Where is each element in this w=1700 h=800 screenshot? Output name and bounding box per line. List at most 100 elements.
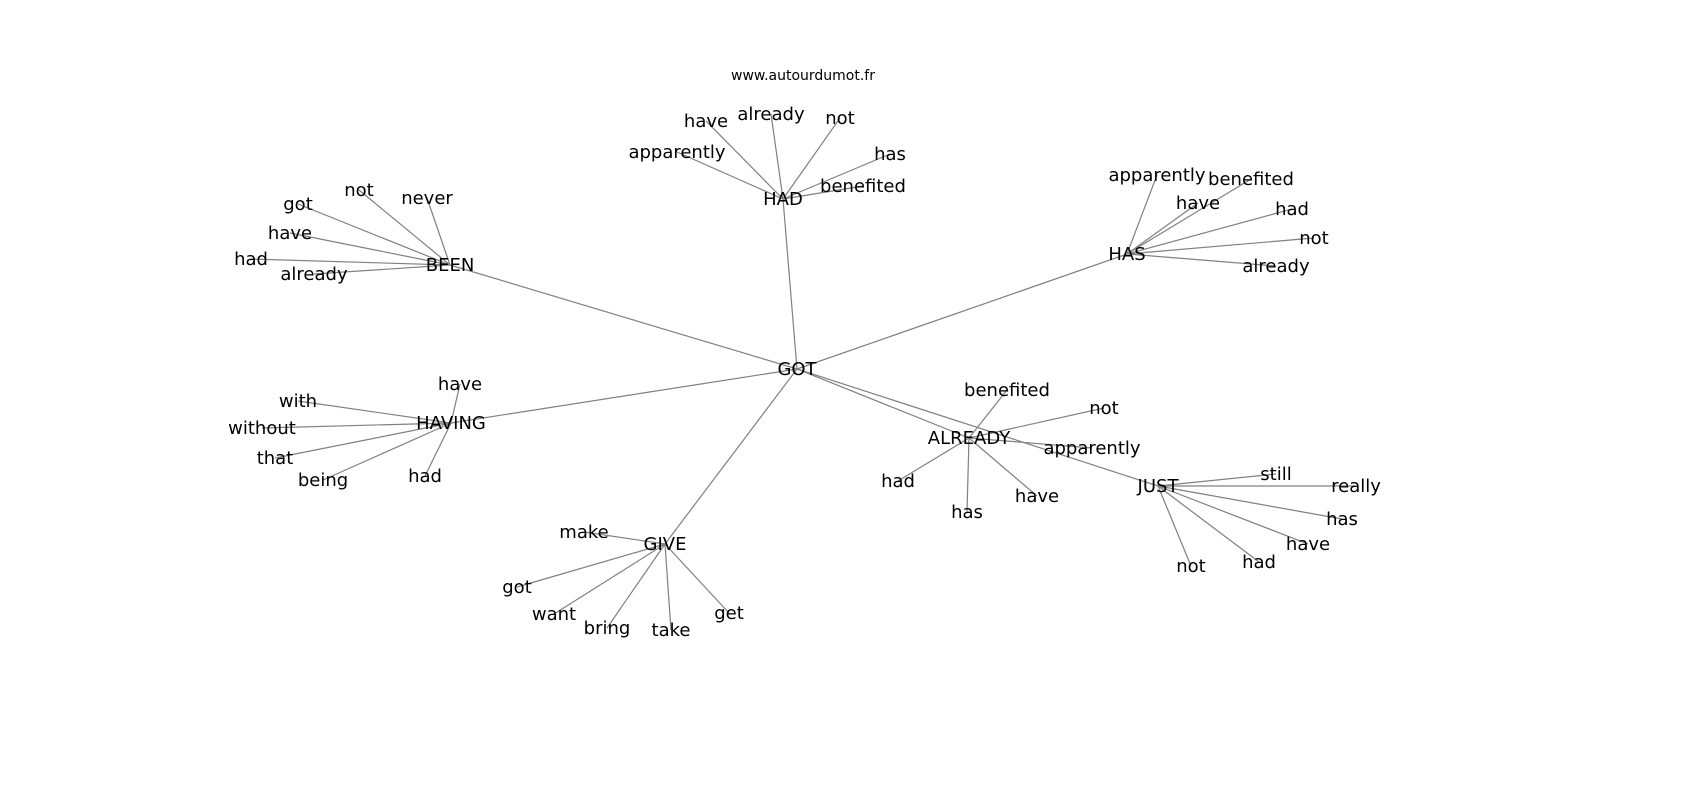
node-leaf-had-benefited: benefited [820, 176, 906, 197]
edge-got-had [782, 198, 798, 370]
edge-give-take [664, 543, 672, 631]
node-leaf-give-got: got [502, 577, 532, 598]
node-leaf-been-got: got [283, 194, 313, 215]
node-leaf-just-have: have [1286, 534, 1330, 555]
edge-been-never [426, 197, 451, 266]
node-leaf-been-already: already [280, 264, 348, 285]
node-leaf-has-have: have [1176, 193, 1220, 214]
node-leaf-been-have: have [268, 223, 312, 244]
node-leaf-has-not: not [1299, 228, 1328, 249]
edge-been-not [358, 189, 451, 266]
edge-give-got [516, 543, 666, 588]
node-leaf-has-had: had [1275, 199, 1309, 220]
edge-already-apparently [968, 437, 1093, 449]
edge-already-has [966, 437, 970, 513]
node-hub-had: HAD [763, 189, 803, 210]
node-leaf-having-being: being [298, 470, 348, 491]
edge-had-apparently [676, 151, 784, 200]
node-leaf-had-already: already [737, 104, 805, 125]
node-leaf-just-still: still [1260, 464, 1291, 485]
node-leaf-having-had: had [408, 466, 442, 487]
node-leaf-had-have: have [684, 111, 728, 132]
edge-already-benefited [968, 389, 1008, 439]
edge-just-have [1157, 485, 1309, 545]
edge-got-already [796, 368, 970, 439]
edge-give-bring [606, 543, 666, 629]
edge-got-has [796, 253, 1128, 370]
edge-has-benefited [1126, 178, 1252, 255]
edge-give-want [553, 543, 666, 615]
edge-been-already [313, 264, 451, 275]
edge-just-had [1157, 485, 1260, 563]
edge-has-not [1126, 237, 1315, 255]
edge-just-not [1157, 485, 1192, 567]
edge-having-without [261, 422, 452, 429]
edge-has-apparently [1126, 174, 1158, 255]
node-hub-been: BEEN [426, 255, 475, 276]
edge-already-had [897, 437, 970, 482]
edge-having-with [297, 400, 452, 424]
node-leaf-had-has: has [874, 144, 906, 165]
node-leaf-has-already: already [1242, 256, 1310, 277]
node-leaf-having-have: have [438, 374, 482, 395]
node-leaf-been-not: not [344, 180, 373, 201]
node-leaf-already-has: has [951, 502, 983, 523]
node-leaf-having-with: with [279, 391, 317, 412]
node-leaf-had-not: not [825, 108, 854, 129]
edge-just-still [1157, 473, 1277, 487]
edge-had-not [782, 117, 841, 200]
node-leaf-having-that: that [257, 448, 294, 469]
edge-has-had [1126, 208, 1293, 255]
edge-give-get [664, 543, 730, 614]
edge-had-has [782, 153, 891, 200]
node-leaf-has-apparently: apparently [1108, 165, 1205, 186]
edge-got-give [664, 368, 798, 545]
node-hub-has: HAS [1108, 244, 1145, 265]
node-leaf-give-want: want [532, 604, 576, 625]
node-hub-having: HAVING [416, 413, 486, 434]
node-leaf-just-not: not [1176, 556, 1205, 577]
node-leaf-already-benefited: benefited [964, 380, 1050, 401]
edge-been-have [289, 232, 451, 266]
node-leaf-just-really: really [1331, 476, 1381, 497]
node-leaf-had-apparently: apparently [628, 142, 725, 163]
node-leaf-has-benefited: benefited [1208, 169, 1294, 190]
edge-having-that [274, 422, 452, 459]
edge-having-have [450, 383, 461, 424]
edge-had-have [705, 120, 784, 200]
node-leaf-having-without: without [228, 418, 296, 439]
edge-been-had [250, 258, 451, 266]
edge-having-being [322, 422, 452, 481]
edges [250, 113, 1356, 631]
edge-got-just [796, 368, 1159, 487]
node-leaf-give-bring: bring [584, 618, 631, 639]
node-leaf-already-apparently: apparently [1043, 438, 1140, 459]
edge-had-already [770, 113, 784, 200]
node-hub-already: ALREADY [928, 428, 1011, 449]
node-root-got: GOT [777, 359, 817, 380]
source-title: www.autourdumot.fr [731, 68, 875, 84]
node-leaf-just-has: has [1326, 509, 1358, 530]
edge-got-having [450, 368, 798, 424]
edge-give-make [583, 531, 666, 545]
node-leaf-been-had: had [234, 249, 268, 270]
node-hub-just: JUST [1137, 476, 1180, 497]
node-leaf-already-had: had [881, 471, 915, 492]
node-hub-give: GIVE [644, 534, 687, 555]
edge-having-had [424, 422, 452, 477]
edge-has-already [1126, 253, 1277, 267]
node-leaf-been-never: never [401, 188, 453, 209]
edge-just-has [1157, 485, 1343, 520]
node-leaf-already-have: have [1015, 486, 1059, 507]
node-leaf-give-get: get [714, 603, 744, 624]
edge-been-got [297, 203, 451, 266]
edge-got-been [449, 264, 798, 370]
node-leaf-give-make: make [559, 522, 608, 543]
edge-had-benefited [782, 185, 864, 200]
edge-has-have [1126, 202, 1199, 255]
node-leaf-give-take: take [652, 620, 691, 641]
node-leaf-just-had: had [1242, 552, 1276, 573]
edge-already-not [968, 407, 1105, 439]
